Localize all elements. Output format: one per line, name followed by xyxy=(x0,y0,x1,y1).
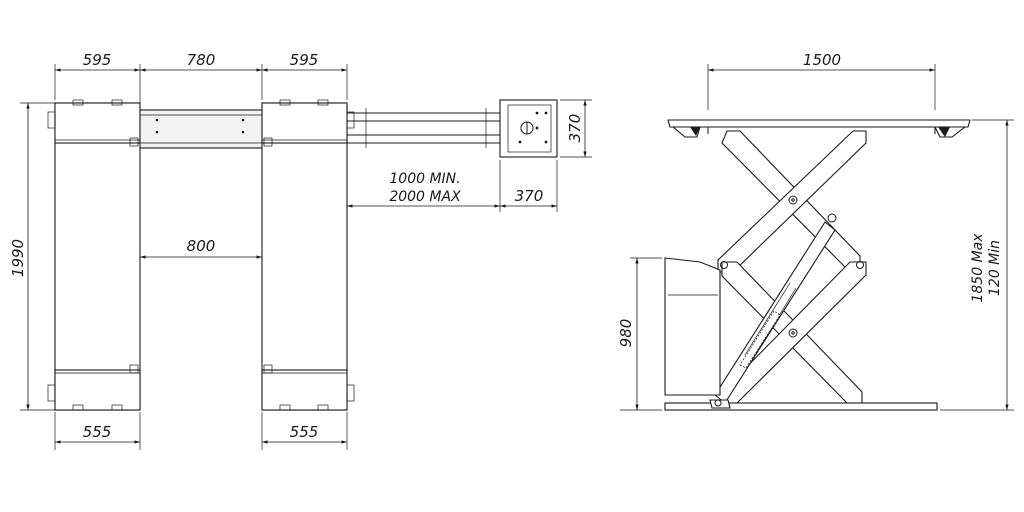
dimension-heights: 1850 Max 120 Min xyxy=(940,119,1014,411)
dim-555-right: 555 xyxy=(290,423,319,441)
dim-370-width: 370 xyxy=(515,187,544,205)
dimension-hose: 1000 MIN. 2000 MAX 370 370 xyxy=(346,99,592,212)
dim-1500: 1500 xyxy=(803,51,841,69)
scissor-arms xyxy=(717,130,867,405)
top-platform xyxy=(667,119,971,138)
dim-800: 800 xyxy=(187,237,216,255)
cross-member xyxy=(139,109,263,149)
dim-370-height: 370 xyxy=(566,114,584,143)
dim-hose-min: 1000 MIN. xyxy=(389,171,460,187)
base-plate xyxy=(664,399,938,411)
dimension-column: 980 xyxy=(617,257,662,411)
side-view: 1500 1850 Max 120 Min 980 xyxy=(617,51,1014,411)
dimension-bottom: 555 555 xyxy=(54,412,348,450)
dim-980: 980 xyxy=(617,319,635,348)
dim-595-left: 595 xyxy=(83,51,112,69)
dim-120-min: 120 Min xyxy=(987,240,1003,296)
dim-555-left: 555 xyxy=(83,423,112,441)
column-housing xyxy=(664,257,721,396)
dim-hose-max: 2000 MAX xyxy=(389,189,461,205)
dimension-top: 595 780 595 xyxy=(54,51,348,108)
dimension-length: 1990 xyxy=(9,102,55,411)
dim-1990: 1990 xyxy=(9,239,27,277)
right-platform xyxy=(261,99,355,411)
dim-780: 780 xyxy=(187,51,216,69)
dim-1850-max: 1850 Max xyxy=(970,233,986,303)
dim-595-right: 595 xyxy=(290,51,319,69)
dimension-inner-gap: 800 xyxy=(140,237,262,259)
plan-view: 595 780 595 1990 800 555 555 xyxy=(9,51,592,450)
left-platform xyxy=(47,99,141,411)
dimension-platform-length: 1500 xyxy=(707,51,936,110)
hydraulic-hoses xyxy=(347,108,500,148)
control-box xyxy=(499,99,558,158)
